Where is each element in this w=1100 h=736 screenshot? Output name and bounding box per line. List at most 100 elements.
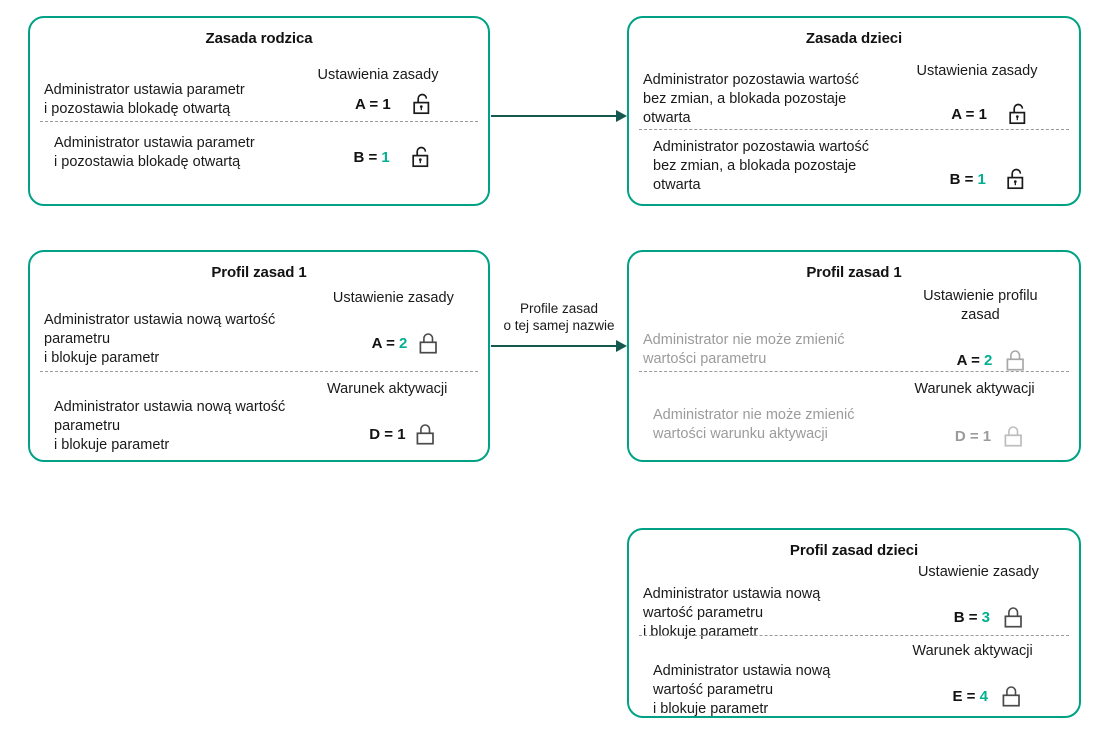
locked-icon	[1004, 605, 1026, 631]
value-lock-pair: B = 3	[890, 592, 1067, 643]
row-value: B = 1	[888, 154, 1006, 205]
row-value-lock: Ustawienie profilu zasad A = 2	[894, 287, 1067, 386]
table-row: Administrator nie może zmienić wartości …	[639, 371, 1069, 453]
row-value: E = 4	[888, 671, 1002, 722]
card-rows: Administrator ustawia nową wartość param…	[30, 289, 488, 455]
table-row: Administrator pozostawia wartość bez zmi…	[639, 129, 1069, 195]
row-value-number: 4	[979, 688, 988, 705]
row-value: A = 2	[311, 318, 419, 369]
locked-icon	[1006, 348, 1028, 374]
row-value-label: D =	[369, 426, 398, 443]
arrow-middle: Profile zasad o tej samej nazwie	[491, 300, 627, 352]
unlocked-icon	[1008, 102, 1030, 128]
card-parent-policy: Zasada rodzica Ustawienia zasady Adminis…	[28, 16, 490, 206]
unlocked-icon	[412, 92, 434, 118]
row-value-number: 1	[382, 96, 391, 113]
locked-icon	[1004, 424, 1026, 450]
row-description: Administrator ustawia nową wartość param…	[643, 586, 821, 640]
row-value-lock: B = 1	[888, 136, 1057, 205]
row-description: Administrator ustawia parametr i pozosta…	[44, 82, 245, 117]
arrow-middle-line	[491, 340, 627, 352]
value-lock-pair: D = 1	[308, 409, 466, 460]
row-value: A = 1	[890, 89, 1008, 140]
column-header: Warunek aktywacji	[912, 643, 1033, 659]
row-description: Administrator ustawia nową wartość param…	[54, 399, 286, 453]
table-row: Administrator nie może zmienić wartości …	[629, 287, 1079, 371]
row-value-lock: A = 1	[292, 79, 476, 130]
card-rows: Administrator ustawia nową wartość param…	[629, 563, 1079, 717]
arrow-top	[491, 110, 627, 122]
table-row: Administrator ustawia nową wartość param…	[30, 289, 488, 371]
row-value-lock: Ustawienie zasady B = 3	[890, 563, 1067, 643]
value-lock-pair: E = 4	[888, 671, 1057, 722]
card-title: Profil zasad dzieci	[789, 542, 919, 559]
row-value: A = 1	[292, 79, 412, 130]
column-header: Ustawienie zasady	[332, 290, 454, 306]
row-value-label: A =	[354, 96, 383, 113]
column-header: Warunek aktywacji	[327, 381, 448, 397]
row-value-label: B =	[953, 609, 982, 626]
row-value-label: B =	[353, 149, 382, 166]
card-title: Profil zasad 1	[211, 264, 307, 281]
card-child-policy: Zasada dzieci Ustawienia zasady Administ…	[627, 16, 1081, 206]
row-description: Administrator ustawia nową wartość param…	[44, 312, 276, 366]
locked-icon	[419, 331, 441, 357]
row-value-number: 1	[982, 428, 992, 445]
row-value: B = 1	[291, 132, 411, 183]
row-value-number: 1	[397, 426, 406, 443]
column-header: Ustawienia zasady	[317, 67, 439, 83]
card-title: Profil zasad 1	[806, 264, 902, 281]
column-header: Ustawienia zasady	[916, 63, 1038, 79]
row-value-label: D =	[954, 428, 983, 445]
row-value: D = 1	[892, 411, 1004, 462]
unlocked-icon	[411, 145, 433, 171]
row-value-number: 1	[977, 171, 986, 188]
row-value-lock: Ustawienie zasady A = 2	[311, 289, 476, 369]
table-row: Administrator ustawia nową wartość param…	[639, 635, 1069, 717]
table-row: Administrator pozostawia wartość bez zmi…	[629, 65, 1079, 129]
locked-icon	[416, 422, 438, 448]
value-lock-pair: D = 1	[892, 411, 1057, 462]
unlocked-icon	[1006, 167, 1028, 193]
card-title: Zasada dzieci	[805, 30, 903, 47]
card-rows: Administrator nie może zmienić wartości …	[629, 287, 1079, 453]
row-description: Administrator ustawia nową wartość param…	[653, 663, 831, 717]
value-lock-pair: A = 2	[894, 335, 1067, 386]
locked-icon	[1002, 684, 1024, 710]
row-value-number: 2	[984, 352, 993, 369]
row-value-label: B =	[949, 171, 978, 188]
row-description: Administrator pozostawia wartość bez zmi…	[643, 72, 859, 126]
table-row: Administrator ustawia nową wartość param…	[40, 371, 478, 455]
row-description: Administrator pozostawia wartość bez zmi…	[653, 139, 869, 193]
row-value-lock: Warunek aktywacji E = 4	[888, 636, 1057, 722]
row-value: A = 2	[894, 335, 1006, 386]
card-profile-right: Profil zasad 1 Administrator nie może zm…	[627, 250, 1081, 462]
row-description: Administrator nie może zmienić wartości …	[643, 332, 845, 367]
table-row: Administrator ustawia nową wartość param…	[629, 563, 1079, 640]
column-header: Ustawienie zasady	[917, 564, 1039, 580]
row-value-label: A =	[956, 352, 985, 369]
card-rows: Administrator pozostawia wartość bez zmi…	[629, 65, 1079, 195]
row-value-lock: A = 1	[890, 69, 1067, 140]
table-row: Administrator ustawia parametr i pozosta…	[40, 121, 478, 173]
row-description: Administrator nie może zmienić wartości …	[653, 407, 855, 442]
card-profile-left: Profil zasad 1 Administrator ustawia now…	[28, 250, 490, 462]
card-rows: Administrator ustawia parametr i pozosta…	[30, 73, 488, 173]
arrow-middle-label: Profile zasad o tej samej nazwie	[503, 301, 615, 333]
row-value-label: A =	[951, 106, 979, 123]
row-description: Administrator ustawia parametr i pozosta…	[54, 135, 255, 170]
column-header: Warunek aktywacji	[914, 381, 1035, 397]
row-value-lock: B = 1	[291, 132, 466, 183]
table-row: Administrator ustawia parametr i pozosta…	[30, 73, 488, 121]
row-value-number: 1	[381, 149, 390, 166]
row-value-lock: Warunek aktywacji D = 1	[308, 372, 466, 460]
value-lock-pair: A = 2	[311, 318, 476, 369]
column-header: Ustawienie profilu zasad	[923, 288, 1038, 323]
row-value-number: 1	[978, 106, 987, 123]
row-value: D = 1	[308, 409, 416, 460]
arrow-top-line	[491, 110, 627, 122]
row-value-label: E =	[952, 688, 980, 705]
row-value-lock: Warunek aktywacji D = 1	[892, 372, 1057, 462]
card-profile-children: Profil zasad dzieci Administrator ustawi…	[627, 528, 1081, 718]
row-value-label: A =	[371, 335, 399, 352]
